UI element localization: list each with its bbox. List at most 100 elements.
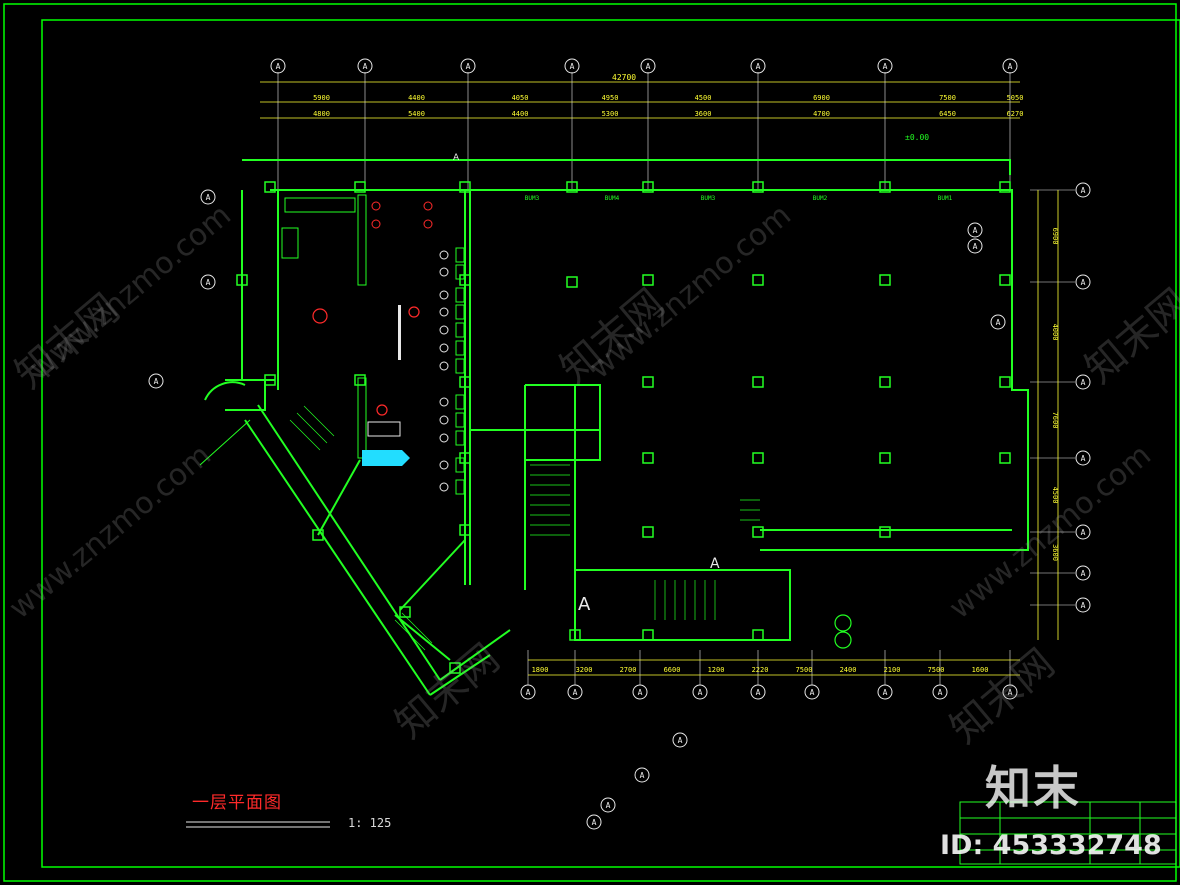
partition-counter <box>357 377 367 459</box>
toilet-fixture-icon <box>439 343 449 353</box>
column <box>752 526 764 538</box>
dimension-label: 2700 <box>620 666 637 674</box>
toilet-stall <box>455 457 465 473</box>
dimension-label: 4950 <box>602 94 619 102</box>
axis-bubble-label: A <box>938 688 943 697</box>
dimension-label: 6270 <box>1007 110 1024 118</box>
red-marker-icon <box>408 306 420 318</box>
axis-bubble <box>967 238 983 254</box>
column <box>879 274 891 286</box>
column <box>354 374 366 386</box>
column <box>566 181 578 193</box>
axis-bubble <box>1002 684 1018 700</box>
axis-bubble-label: A <box>466 62 471 71</box>
dimension-label: 5050 <box>1007 94 1024 102</box>
column <box>399 606 411 618</box>
outer-frame <box>3 3 1177 882</box>
axis-bubble <box>932 684 948 700</box>
axis-bubble-label: A <box>996 318 1001 327</box>
axis-bubble-label: A <box>973 226 978 235</box>
axis-bubble-label: A <box>570 62 575 71</box>
dimension-label: 4500 <box>1051 487 1059 504</box>
axis-bubble-label: A <box>206 278 211 287</box>
column <box>752 274 764 286</box>
column <box>264 181 276 193</box>
toilet-stall <box>455 340 465 356</box>
axis-bubble-label: A <box>810 688 815 697</box>
diagonal-wing-walls <box>199 379 511 696</box>
toilet-fixture-icon <box>439 460 449 470</box>
dimension-label: 5300 <box>602 110 619 118</box>
sanitary-fixtures <box>371 201 465 495</box>
toilet-stall <box>455 247 465 263</box>
sofa-furniture <box>284 197 356 213</box>
room-label: BUM3 <box>525 195 540 202</box>
dimension-label: 5900 <box>313 94 330 102</box>
axis-bubble-label: A <box>1081 186 1086 195</box>
axis-bubble-label: A <box>1008 688 1013 697</box>
column <box>312 529 324 541</box>
fan-symbol-icon <box>834 614 852 632</box>
axis-bubble-label: A <box>1081 601 1086 610</box>
dimension-label: 4000 <box>1051 324 1059 341</box>
axis-bubble-label: A <box>883 62 888 71</box>
svg-text:www.znzmo.com: www.znzmo.com <box>3 438 218 627</box>
axis-bubble <box>1075 524 1091 540</box>
red-marker-icon <box>376 404 388 416</box>
column <box>459 376 471 388</box>
dimension-label: 2220 <box>752 666 769 674</box>
axis-bubble <box>672 732 688 748</box>
dimension-label: 1200 <box>708 666 725 674</box>
axis-bubble <box>200 274 216 290</box>
axis-bubble-label: A <box>1081 569 1086 578</box>
axis-bubble <box>200 189 216 205</box>
column <box>879 181 891 193</box>
column <box>449 662 461 674</box>
axis-bubble <box>460 58 476 74</box>
axis-bubble <box>967 222 983 238</box>
toilet-fixture-icon <box>439 433 449 443</box>
axis-grid-lines <box>277 72 1075 685</box>
svg-text:www.znzmo.com: www.znzmo.com <box>943 438 1158 627</box>
axis-bubble-label: A <box>573 688 578 697</box>
axis-bubble <box>567 684 583 700</box>
column <box>459 274 471 286</box>
column <box>459 524 471 536</box>
toilet-fixture-icon <box>439 290 449 300</box>
total-dimension: 42700 <box>612 73 636 82</box>
axis-bubble <box>1075 597 1091 613</box>
column <box>642 376 654 388</box>
column <box>569 629 581 641</box>
axis-bubble <box>692 684 708 700</box>
axis-bubble-label: A <box>606 801 611 810</box>
axis-bubble-label: A <box>883 688 888 697</box>
toilet-stall <box>455 264 465 280</box>
inner-frame <box>41 19 1180 868</box>
column <box>236 274 248 286</box>
exterior-walls <box>241 159 1029 641</box>
room-label: BUM4 <box>605 195 620 202</box>
column <box>879 376 891 388</box>
watermark-brand: 知末 <box>985 761 1081 815</box>
dimension-label: 2400 <box>840 666 857 674</box>
axis-bubble <box>586 814 602 830</box>
axis-bubble-label: A <box>154 377 159 386</box>
toilet-stall <box>455 412 465 428</box>
svg-text:知末网: 知末网 <box>7 285 128 397</box>
axis-bubble-label: A <box>678 736 683 745</box>
svg-text:知末网: 知末网 <box>942 640 1063 752</box>
dimension-label: 4050 <box>512 94 529 102</box>
axis-bubble <box>804 684 820 700</box>
axis-bubble <box>877 684 893 700</box>
axis-bubble <box>990 314 1006 330</box>
bottom-dimension-lines <box>528 659 1020 676</box>
dimension-label: 7500 <box>939 94 956 102</box>
axis-bubble <box>634 767 650 783</box>
toilet-stall <box>455 287 465 303</box>
fan-symbol-icon <box>834 631 852 649</box>
fixture-icon <box>423 219 433 229</box>
